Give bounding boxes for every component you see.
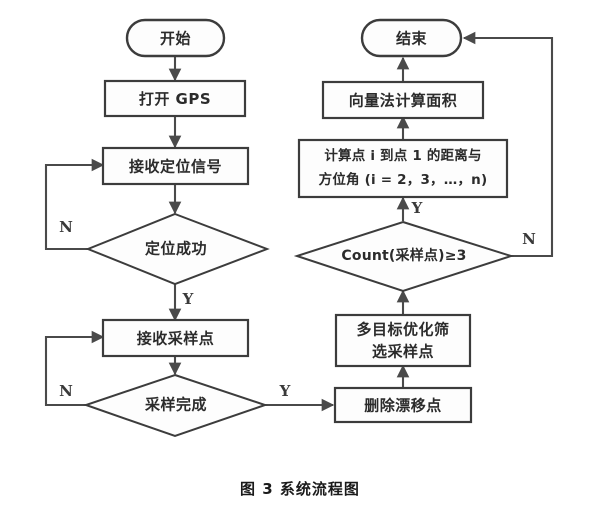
node-calc-distance-label-line1: 计算点 i 到点 1 的距离与 bbox=[324, 147, 481, 164]
node-calc-distance: 计算点 i 到点 1 的距离与 方位角 (i = 2，3，…，n) bbox=[297, 138, 509, 199]
node-receive-signal-label: 接收定位信号 bbox=[129, 158, 222, 176]
node-optimize-select: 多目标优化筛 选采样点 bbox=[334, 313, 472, 368]
branch-label-sample-no: N bbox=[59, 382, 73, 400]
node-calc-distance-label-line2: 方位角 (i = 2，3，…，n) bbox=[319, 171, 488, 188]
figure-caption: 图 3 系统流程图 bbox=[240, 480, 360, 498]
node-end-label: 结束 bbox=[396, 30, 428, 48]
branch-label-count-yes: Y bbox=[411, 199, 423, 217]
node-remove-drift: 删除漂移点 bbox=[333, 386, 473, 424]
node-receive-sample: 接收采样点 bbox=[101, 318, 250, 358]
node-end: 结束 bbox=[360, 18, 463, 58]
node-sample-done: 采样完成 bbox=[82, 373, 269, 438]
node-locate-success: 定位成功 bbox=[85, 212, 270, 286]
branch-label-count-no: N bbox=[522, 230, 536, 248]
node-receive-sample-label: 接收采样点 bbox=[137, 330, 215, 348]
node-sample-done-label: 采样完成 bbox=[144, 396, 207, 414]
node-optimize-select-label-line1: 多目标优化筛 bbox=[356, 321, 449, 339]
node-optimize-select-label-line2: 选采样点 bbox=[372, 343, 434, 361]
node-count-check: Count(采样点)≥3 bbox=[293, 220, 515, 293]
node-count-check-label: Count(采样点)≥3 bbox=[341, 247, 466, 264]
branch-label-locate-yes: Y bbox=[182, 290, 194, 308]
node-receive-signal: 接收定位信号 bbox=[101, 146, 250, 186]
node-open-gps-label: 打开 GPS bbox=[139, 90, 211, 108]
node-start: 开始 bbox=[125, 18, 226, 58]
node-locate-success-label: 定位成功 bbox=[145, 240, 207, 258]
node-vector-area-label: 向量法计算面积 bbox=[349, 92, 458, 110]
node-open-gps: 打开 GPS bbox=[103, 79, 247, 118]
connector-sample-no-loop bbox=[44, 330, 105, 407]
node-vector-area: 向量法计算面积 bbox=[321, 80, 485, 120]
connector-locate-no-loop bbox=[44, 158, 105, 251]
connector-count-no-to-end bbox=[462, 31, 554, 258]
node-start-label: 开始 bbox=[160, 30, 191, 48]
branch-label-sample-yes: Y bbox=[279, 382, 291, 400]
branch-label-locate-no: N bbox=[59, 218, 73, 236]
node-remove-drift-label: 删除漂移点 bbox=[364, 397, 442, 415]
flowchart-canvas: 开始 打开 GPS 接收定位信号 定位成功 接收采样点 采样完成 bbox=[44, 18, 554, 438]
